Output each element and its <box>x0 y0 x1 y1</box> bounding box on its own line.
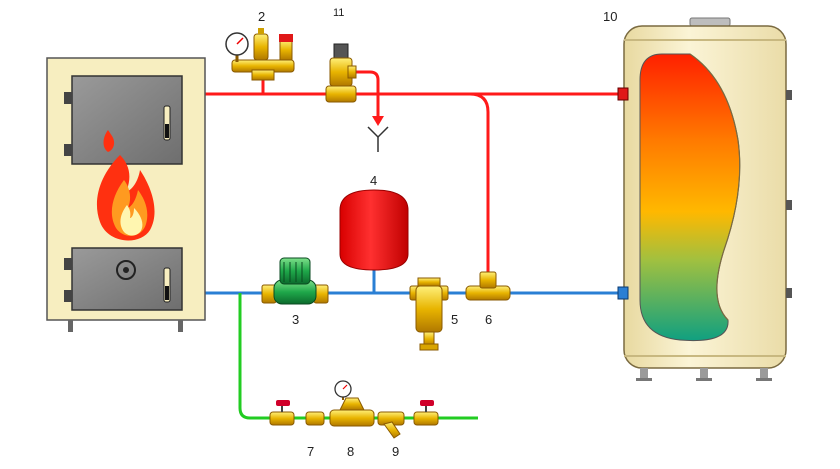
relief-valve-icon <box>279 39 293 61</box>
strainer-9 <box>377 411 405 439</box>
label-3: 3 <box>292 312 299 327</box>
label-4: 4 <box>370 173 377 188</box>
fitting-7 <box>305 411 325 426</box>
solid-fuel-boiler <box>46 57 206 332</box>
circulation-pump <box>261 257 329 305</box>
tee-valve <box>465 271 511 301</box>
ball-valve-right <box>413 400 439 426</box>
storage-tank <box>617 17 792 381</box>
air-vent-icon <box>253 33 269 61</box>
drain-funnel <box>367 126 389 152</box>
label-6: 6 <box>485 312 492 327</box>
air-damper-icon <box>116 260 136 280</box>
label-8: 8 <box>347 444 354 459</box>
label-9: 9 <box>392 444 399 459</box>
pressure-reducer-8 <box>329 380 375 427</box>
label-7: 7 <box>307 444 314 459</box>
safety-group <box>225 28 295 81</box>
ball-valve-left <box>269 400 295 426</box>
label-2: 2 <box>258 9 265 24</box>
makeup-water-pipe <box>238 293 478 420</box>
dirt-separator <box>409 277 449 351</box>
label-10: 10 <box>603 9 617 24</box>
label-5: 5 <box>451 312 458 327</box>
label-11: 11 <box>333 7 344 19</box>
expansion-tank <box>339 189 409 271</box>
flame-icon <box>96 130 155 241</box>
hot-supply-pipe <box>205 70 622 272</box>
thermal-relief-valve <box>325 43 357 103</box>
